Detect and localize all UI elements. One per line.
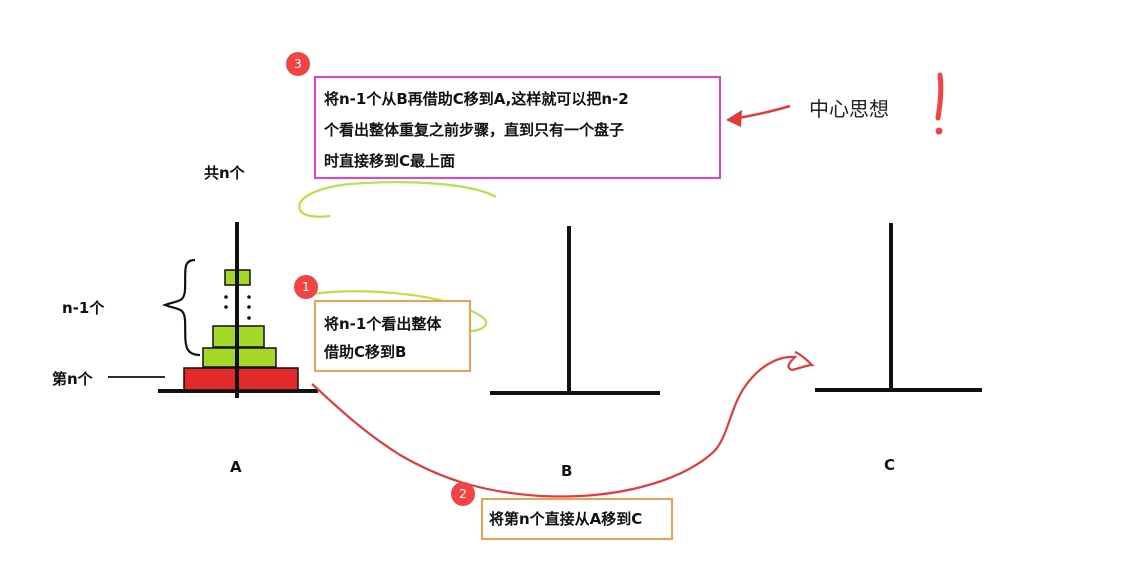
label-peg-a: A — [230, 458, 242, 476]
disk-3 — [202, 347, 277, 368]
core-idea-arrow — [726, 104, 791, 127]
label-peg-b: B — [561, 462, 572, 480]
label-bottom-disk: 第n个 — [52, 370, 94, 388]
step-3-note: 将n-1个从B再借助C移到A,这样就可以把n-2 个看出整体重复之前步骤，直到只… — [314, 76, 721, 179]
step-1-note: 将n-1个看出整体 借助C移到B — [314, 300, 471, 372]
ellipsis-dots — [224, 295, 251, 320]
step-1-badge: 1 — [294, 275, 318, 299]
tower-c — [815, 223, 982, 392]
label-upper-group: n-1个 — [62, 299, 105, 317]
tower-b — [490, 226, 660, 395]
step-2-badge: 2 — [451, 482, 475, 506]
step3-arrow — [298, 181, 497, 218]
step-2-note: 将第n个直接从A移到C — [481, 498, 673, 540]
label-core-idea: 中心思想 — [809, 97, 889, 121]
step-3-line-2: 个看出整体重复之前步骤，直到只有一个盘子 — [324, 121, 625, 139]
disk-n — [183, 367, 299, 391]
label-peg-c: C — [884, 456, 895, 474]
step-1-line-2: 借助C移到B — [324, 343, 407, 361]
step-3-line-1: 将n-1个从B再借助C移到A,这样就可以把n-2 — [324, 90, 629, 108]
step-3-line-3: 时直接移到C最上面 — [324, 152, 456, 170]
step2-arrow — [311, 350, 815, 498]
step-2-line-1: 将第n个直接从A移到C — [489, 510, 643, 528]
exclamation-mark — [935, 72, 944, 135]
label-total: 共n个 — [204, 164, 246, 182]
step-1-line-1: 将n-1个看出整体 — [324, 315, 442, 333]
tower-a — [108, 222, 318, 398]
step-3-badge: 3 — [286, 52, 310, 76]
group-brace — [161, 258, 201, 357]
